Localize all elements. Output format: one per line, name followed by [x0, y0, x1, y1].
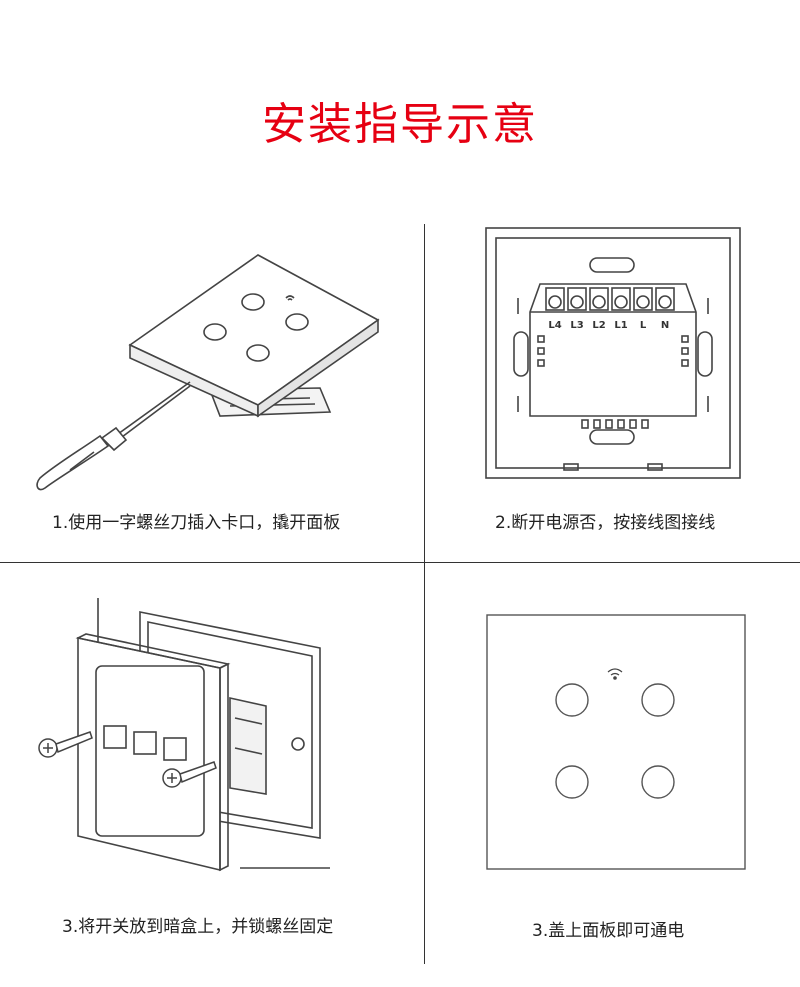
- horizontal-divider: [0, 562, 800, 563]
- step1-illustration: [30, 240, 400, 500]
- step3-caption: 3.将开关放到暗盒上，并锁螺丝固定: [62, 917, 334, 937]
- step4-caption: 3.盖上面板即可通电: [532, 921, 685, 941]
- terminal-l2-label: L2: [592, 320, 605, 331]
- page-title: 安装指导示意: [262, 99, 538, 150]
- step2-caption: 2.断开电源否，按接线图接线: [495, 513, 716, 533]
- step2-illustration: L4 L3 L2 L1 L N: [482, 224, 744, 482]
- terminal-l3-label: L3: [570, 320, 583, 331]
- touch-button-1: [555, 683, 589, 717]
- wifi-icon: [607, 668, 623, 680]
- terminal-l-label: L: [640, 320, 647, 331]
- terminal-l1-label: L1: [614, 320, 627, 331]
- terminal-n-label: N: [661, 320, 669, 331]
- step4-illustration: [486, 614, 746, 872]
- terminal-l4-label: L4: [548, 320, 561, 331]
- step3-illustration: [30, 598, 350, 888]
- step1-caption: 1.使用一字螺丝刀插入卡口，撬开面板: [52, 513, 341, 533]
- vertical-divider: [424, 224, 425, 964]
